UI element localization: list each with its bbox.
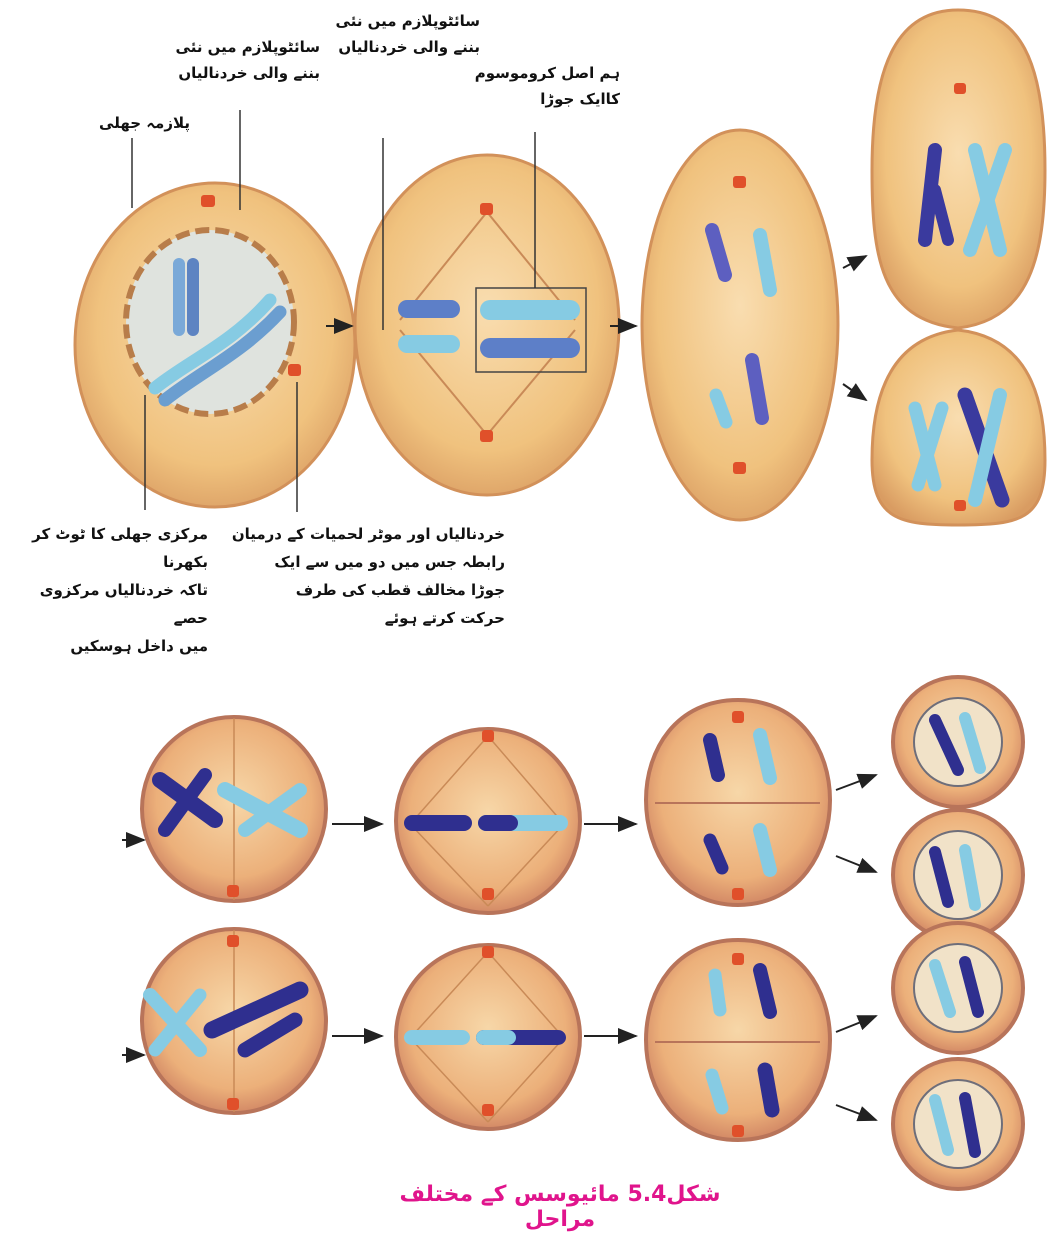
cell-metaphase-2-b [396,945,580,1129]
centriole [732,1125,744,1137]
centriole [732,953,744,965]
arrow [843,384,866,400]
centriole [732,888,744,900]
cell-prophase [75,183,355,507]
centriole [733,462,746,474]
centriole [288,364,301,376]
label-microtubule-link: خردنالیاں اور موٹر لحمیات کے درمیان رابط… [225,520,505,632]
label-new-microtubules: سائٹوپلازم میں نئی بننے والی خردنالیاں [330,8,480,60]
centriole [227,885,239,897]
cell-anaphase-2-b [646,940,830,1140]
label-plasma-membrane: پلازمہ جھلی [80,110,190,136]
cell-metaphase-1 [355,155,619,495]
arrow [836,775,876,790]
cell-prophase-2-a [142,717,326,901]
cell-telophase-2-a-bottom [893,810,1023,940]
cell-telophase-1 [872,10,1045,525]
label-nuclear-breakdown: مرکزی جھلی کا ٹوٹ کر بکھرنا تاکہ خردنالی… [8,520,208,660]
centriole [482,730,494,742]
arrow [836,1105,876,1120]
centriole [227,1098,239,1110]
cell-anaphase-1 [642,130,838,520]
centriole [954,83,966,94]
label-homologous-pair: ہم اصل کروموسوم کاایک جوڑا [470,60,620,112]
centriole [480,430,493,442]
cell-prophase-2-b [142,929,326,1113]
arrow [836,1016,876,1032]
figure-caption: شکل5.4 مائیوسس کے مختلف مراحل [380,1182,740,1232]
centriole [732,711,744,723]
centriole [480,203,493,215]
centriole [482,1104,494,1116]
centriole [482,946,494,958]
label-new-microtubules: سائٹوپلازم میں نئی بننے والی خردنالیاں [170,34,320,86]
centriole [733,176,746,188]
centriole [227,935,239,947]
cell-metaphase-2-a [396,729,580,913]
cell-telophase-2-b-top [893,923,1023,1053]
arrow [836,856,876,872]
centriole [954,500,966,511]
centriole [482,888,494,900]
centriole [201,195,215,207]
cell-telophase-2-b-bottom [893,1059,1023,1189]
cell-telophase-2-a-top [893,677,1023,807]
cell-anaphase-2-a [646,700,830,905]
arrow [843,256,866,268]
